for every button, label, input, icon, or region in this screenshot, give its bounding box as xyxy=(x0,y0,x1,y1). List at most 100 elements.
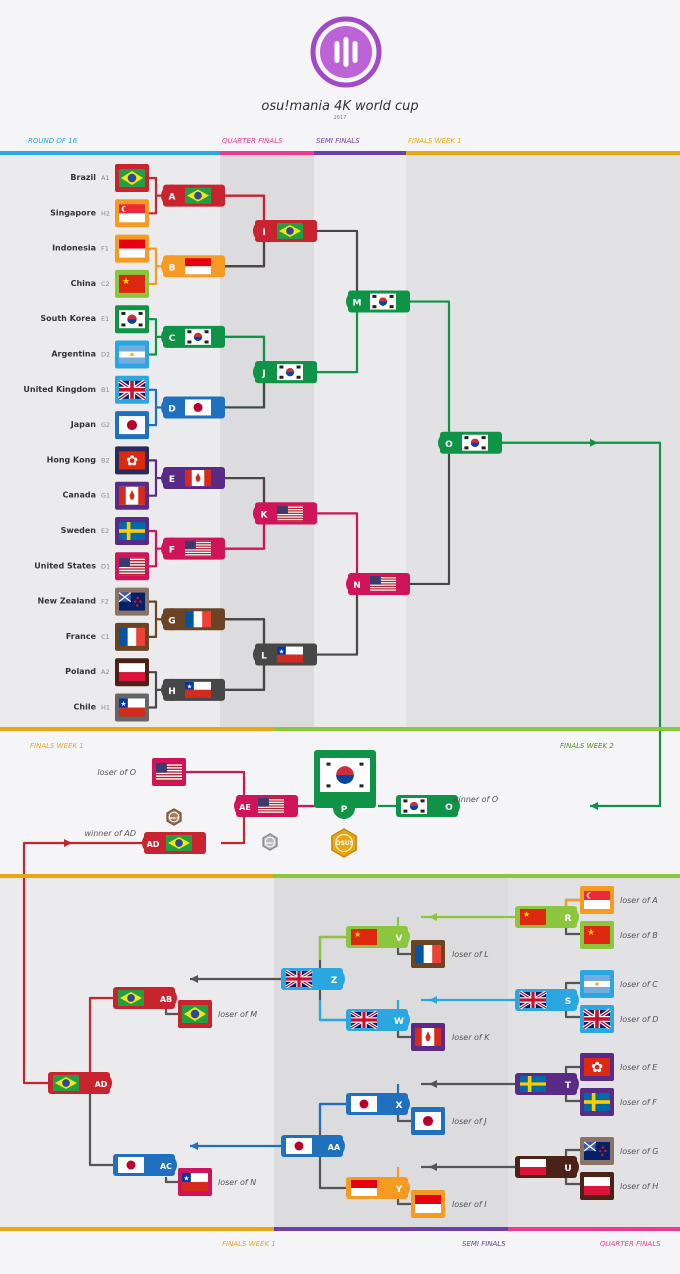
loser-of-L-tile[interactable] xyxy=(411,940,445,968)
loser-of-E-tile[interactable]: ✿ xyxy=(580,1053,614,1081)
arrow-icon xyxy=(190,975,198,983)
match-I[interactable]: I xyxy=(253,219,317,242)
bracket-line xyxy=(164,1177,178,1184)
flag-us-icon xyxy=(119,557,145,576)
match-Y[interactable]: Y xyxy=(346,1177,410,1199)
finals-week1-label: FINALS WEEK 1 xyxy=(30,742,84,750)
match-L[interactable]: L★ xyxy=(253,643,317,666)
losers-sf-label: SEMI FINALS xyxy=(462,1240,506,1248)
loser-of-H-tile[interactable] xyxy=(580,1172,614,1200)
match-F[interactable]: F xyxy=(161,537,225,560)
loser-of-I-tile[interactable] xyxy=(411,1190,445,1218)
loser-of-B-tile[interactable]: ★ xyxy=(580,921,614,949)
match-T[interactable]: T xyxy=(515,1073,579,1095)
flag-us-icon xyxy=(156,763,182,781)
team-row-sg[interactable]: Singapore H2 xyxy=(50,199,149,228)
team-seed: H2 xyxy=(101,209,110,217)
match-AA[interactable]: AA xyxy=(281,1135,345,1157)
loser-of-K-tile[interactable] xyxy=(411,1023,445,1051)
loser-of-J-tile[interactable] xyxy=(411,1107,445,1135)
match-D[interactable]: D xyxy=(161,396,225,419)
team-name: France xyxy=(66,632,97,641)
match-AB[interactable]: AB xyxy=(113,987,177,1009)
match-Z[interactable]: Z xyxy=(281,968,345,990)
loser-of-A-label: loser of A xyxy=(620,896,658,905)
bracket-line xyxy=(317,512,359,573)
loser-of-A-tile[interactable] xyxy=(580,886,614,914)
team-name: Indonesia xyxy=(52,244,96,253)
loser-of-H-label: loser of H xyxy=(620,1182,658,1191)
loser-of-C-tile[interactable] xyxy=(580,970,614,998)
match-B[interactable]: B xyxy=(161,255,225,278)
bracket-line xyxy=(396,1199,411,1206)
loser-of-G-tile[interactable] xyxy=(580,1137,614,1165)
team-name: Singapore xyxy=(50,208,96,217)
match-AC[interactable]: AC xyxy=(113,1154,177,1176)
flag-id-icon xyxy=(415,1195,441,1213)
match-label: D xyxy=(168,404,175,414)
match-O[interactable]: O xyxy=(438,431,502,454)
match-M[interactable]: M xyxy=(346,290,410,313)
match-S[interactable]: S xyxy=(515,989,579,1011)
flag-ca-icon xyxy=(119,486,145,505)
match-O-finals[interactable]: O xyxy=(396,795,460,817)
match-W[interactable]: W xyxy=(346,1009,410,1031)
loser-of-E-label: loser of E xyxy=(620,1063,658,1072)
match-A[interactable]: A xyxy=(161,184,225,207)
match-V[interactable]: ★V xyxy=(346,926,410,948)
match-H[interactable]: H★ xyxy=(161,678,225,701)
arrow-icon xyxy=(429,996,437,1004)
loser-of-D-tile[interactable] xyxy=(580,1005,614,1033)
match-label: O xyxy=(445,440,453,450)
match-AD[interactable]: AD xyxy=(48,1072,112,1094)
loser-of-N-tile[interactable]: ★ xyxy=(178,1168,212,1196)
champion-P[interactable]: P xyxy=(314,750,376,819)
round-label-r16: ROUND OF 16 xyxy=(28,137,78,145)
loser-of-o-tile[interactable] xyxy=(152,758,186,786)
match-X[interactable]: X xyxy=(346,1093,410,1115)
team-seed: B1 xyxy=(101,386,110,394)
loser-of-D-label: loser of D xyxy=(620,1015,658,1024)
medal-text: OSU! xyxy=(336,841,353,847)
team-seed: C2 xyxy=(101,280,110,288)
match-AE[interactable]: AE xyxy=(234,795,298,817)
loser-of-M-tile[interactable] xyxy=(178,1000,212,1028)
flag-cn-icon: ★ xyxy=(119,274,145,293)
fw2-bar-lower xyxy=(274,874,680,878)
match-N[interactable]: N xyxy=(346,572,410,595)
loser-of-K-label: loser of K xyxy=(452,1033,490,1042)
match-K[interactable]: K xyxy=(253,502,317,525)
match-J[interactable]: J xyxy=(253,361,317,384)
flag-gb-icon xyxy=(582,1008,612,1030)
match-G[interactable]: G xyxy=(161,608,225,631)
flag-pl-icon xyxy=(119,663,145,682)
flag-kr-icon xyxy=(277,364,303,381)
flag-cl-icon: ★ xyxy=(277,646,303,663)
match-U[interactable]: U xyxy=(515,1156,579,1178)
bracket-line xyxy=(318,1102,346,1130)
loser-of-F-tile[interactable] xyxy=(580,1088,614,1116)
team-seed: G1 xyxy=(101,492,110,500)
match-AD-finals[interactable]: AD xyxy=(142,832,206,854)
match-label: V xyxy=(396,934,403,944)
match-R[interactable]: ★R xyxy=(515,906,579,928)
match-C[interactable]: C xyxy=(161,325,225,348)
match-E[interactable]: E xyxy=(161,467,225,490)
bracket-line xyxy=(186,770,246,795)
